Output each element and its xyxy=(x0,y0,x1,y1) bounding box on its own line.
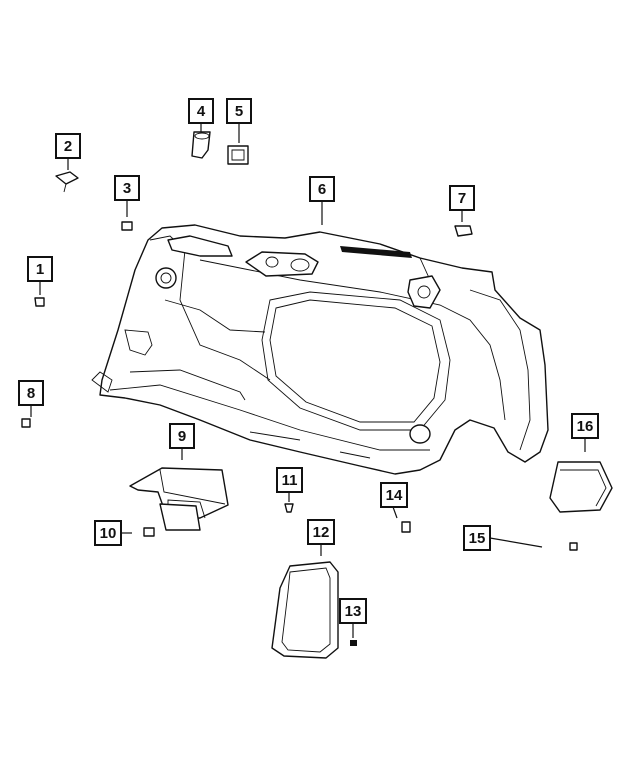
callout-15: 15 xyxy=(463,525,491,551)
callout-9: 9 xyxy=(169,423,195,449)
callout-11: 11 xyxy=(276,467,303,493)
storage-bin xyxy=(129,467,229,531)
trim-cover xyxy=(549,461,613,513)
hardware-parts xyxy=(21,131,578,646)
callout-10: 10 xyxy=(94,520,122,546)
leader-lines xyxy=(30,124,586,638)
callout-7: 7 xyxy=(449,185,475,211)
callout-16: 16 xyxy=(571,413,599,439)
callout-1: 1 xyxy=(27,256,53,282)
callout-4: 4 xyxy=(188,98,214,124)
quarter-trim-panel xyxy=(91,224,549,475)
callout-8: 8 xyxy=(18,380,44,406)
callout-13: 13 xyxy=(339,598,367,624)
callout-12: 12 xyxy=(307,519,335,545)
callout-3: 3 xyxy=(114,175,140,201)
callout-6: 6 xyxy=(309,176,335,202)
access-cover xyxy=(271,561,339,659)
callout-2: 2 xyxy=(55,133,81,159)
callout-14: 14 xyxy=(380,482,408,508)
callout-5: 5 xyxy=(226,98,252,124)
